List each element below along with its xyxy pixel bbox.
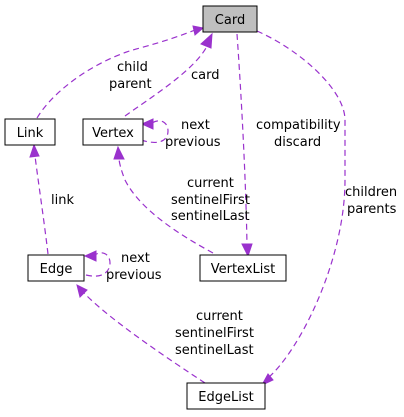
edge-line [124, 47, 207, 117]
edge-label-children: children [345, 185, 397, 200]
edge-label-previous: previous [106, 268, 162, 283]
arrowhead [83, 250, 97, 262]
edge-link-to-card: child parent [36, 25, 205, 119]
node-vertexlist[interactable]: VertexList [199, 254, 287, 282]
arrowhead [140, 118, 154, 130]
edge-line [34, 155, 49, 255]
edge-label-parents: parents [347, 202, 397, 217]
edge-line [140, 120, 169, 143]
node-edgelist-label: EdgeList [198, 390, 253, 405]
edge-edge-self-loop: next previous [83, 250, 162, 283]
edge-label-sentinelfirst: sentinelFirst [175, 326, 254, 341]
node-vertexlist-label: VertexList [211, 262, 276, 277]
edge-label-card: card [191, 68, 219, 83]
edge-line [256, 30, 346, 379]
edge-label-sentinellast: sentinelLast [175, 343, 254, 358]
edge-label-compatibility: compatibility [256, 118, 341, 133]
arrowhead [29, 143, 40, 158]
edge-label-child: child [117, 60, 148, 75]
edge-line [118, 157, 214, 254]
edge-label-current: current [187, 176, 234, 191]
node-link[interactable]: Link [4, 118, 56, 146]
edge-label-next: next [121, 251, 150, 266]
edge-label-link: link [51, 193, 74, 208]
edge-label-current: current [196, 309, 243, 324]
edge-label-sentinelfirst: sentinelFirst [171, 193, 250, 208]
edge-vertex-to-card: card [124, 32, 219, 117]
arrowhead [113, 145, 125, 160]
node-vertex[interactable]: Vertex [82, 118, 144, 146]
edge-edge-to-link: link [29, 143, 74, 255]
edge-line [85, 252, 111, 277]
edge-line [36, 29, 196, 119]
node-edgelist[interactable]: EdgeList [186, 382, 266, 410]
node-vertex-box [82, 118, 144, 146]
node-edgelist-box [186, 382, 266, 410]
arrowhead [200, 32, 213, 49]
node-edge-box [27, 254, 85, 282]
edge-line [83, 292, 206, 384]
edge-label-parent: parent [109, 77, 152, 92]
edge-label-previous: previous [165, 135, 221, 150]
edge-label-next: next [181, 118, 210, 133]
node-vertex-label: Vertex [92, 126, 134, 141]
node-vertexlist-box [199, 254, 287, 282]
node-edge-label: Edge [40, 262, 73, 277]
node-link-label: Link [17, 126, 44, 141]
edge-edgelist-to-edge: current sentinelFirst sentinelLast [76, 284, 254, 384]
node-link-box [4, 118, 56, 146]
arrowhead [76, 284, 88, 298]
edge-card-to-vertexlist: compatibility discard [236, 33, 341, 258]
arrowhead [192, 25, 205, 36]
edge-line [236, 33, 248, 247]
edge-label-discard: discard [274, 135, 321, 150]
node-card[interactable]: Card [202, 5, 258, 33]
edge-card-to-edgelist: children parents [256, 30, 397, 387]
edge-vertexlist-to-vertex: current sentinelFirst sentinelLast [113, 145, 250, 254]
edge-label-sentinellast: sentinelLast [171, 209, 250, 224]
arrowhead [260, 373, 274, 387]
node-card-box [202, 5, 258, 33]
node-card-label: Card [215, 13, 245, 28]
arrowhead [241, 243, 253, 258]
edge-vertex-self-loop: next previous [140, 118, 221, 150]
node-edge[interactable]: Edge [27, 254, 85, 282]
